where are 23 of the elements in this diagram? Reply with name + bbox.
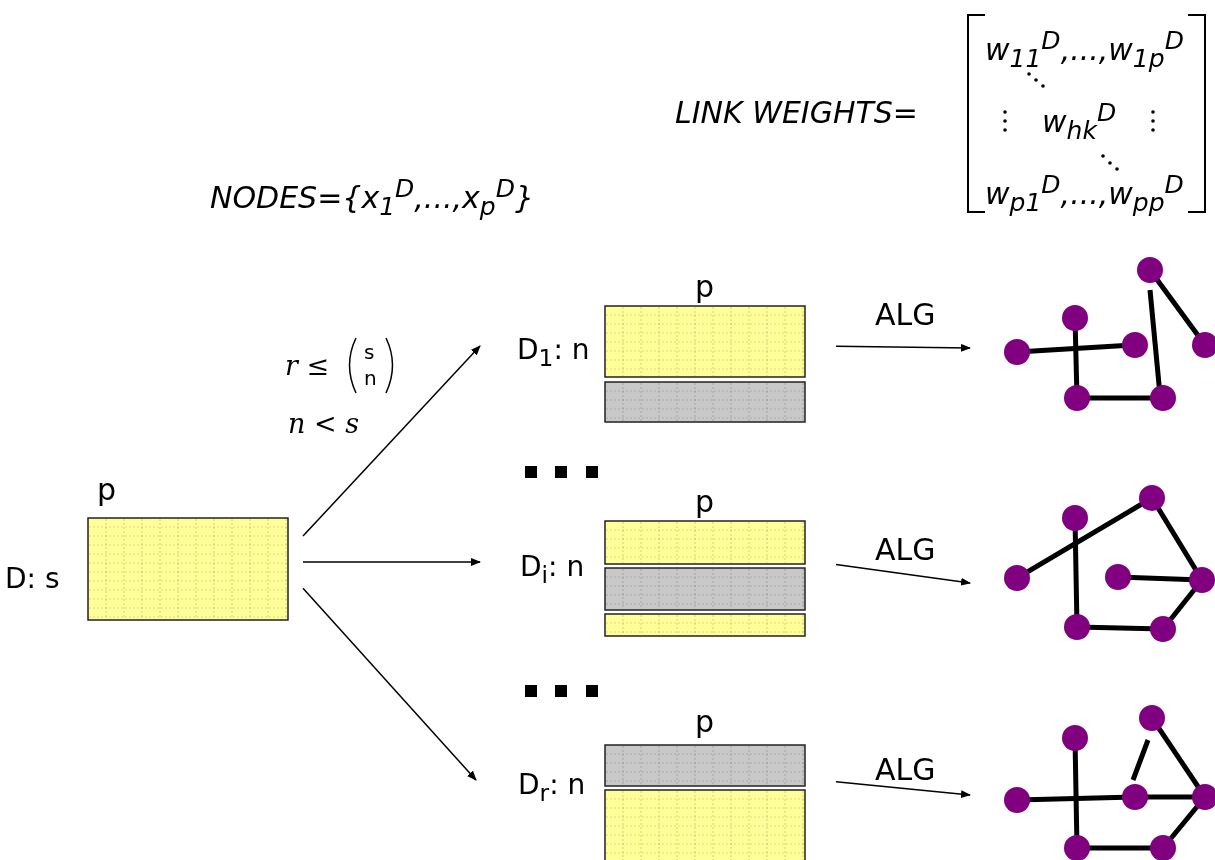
arrow (835, 343, 971, 352)
row-label: D$_{i}$: n (520, 553, 585, 587)
formula: NODES={x$_{1}$$^{D}$,...,x$_{p}$$^{D}$} (210, 176, 534, 219)
column-label: p (97, 475, 117, 505)
arrow (835, 781, 971, 799)
formula: n < s (288, 410, 360, 437)
column-label: p (695, 707, 715, 737)
row-label: D$_{1}$: n (517, 336, 590, 370)
arrow (835, 563, 971, 586)
edge-label: ALG (875, 300, 936, 330)
column-label: p (695, 487, 715, 517)
formula: r ≤ (285, 352, 330, 379)
column-label: p (695, 272, 715, 302)
formula: LINK WEIGHTS= (675, 98, 918, 128)
binomial-entry: n (364, 368, 377, 388)
arrow (302, 558, 481, 566)
row-label: D$_{r}$: n (518, 771, 586, 805)
edge-label: ALG (875, 755, 936, 785)
arrow (302, 345, 481, 537)
arrow (302, 587, 477, 781)
edge-label: ALG (875, 535, 936, 565)
binomial-entry: s (364, 342, 375, 362)
row-label: D: s (5, 565, 60, 593)
